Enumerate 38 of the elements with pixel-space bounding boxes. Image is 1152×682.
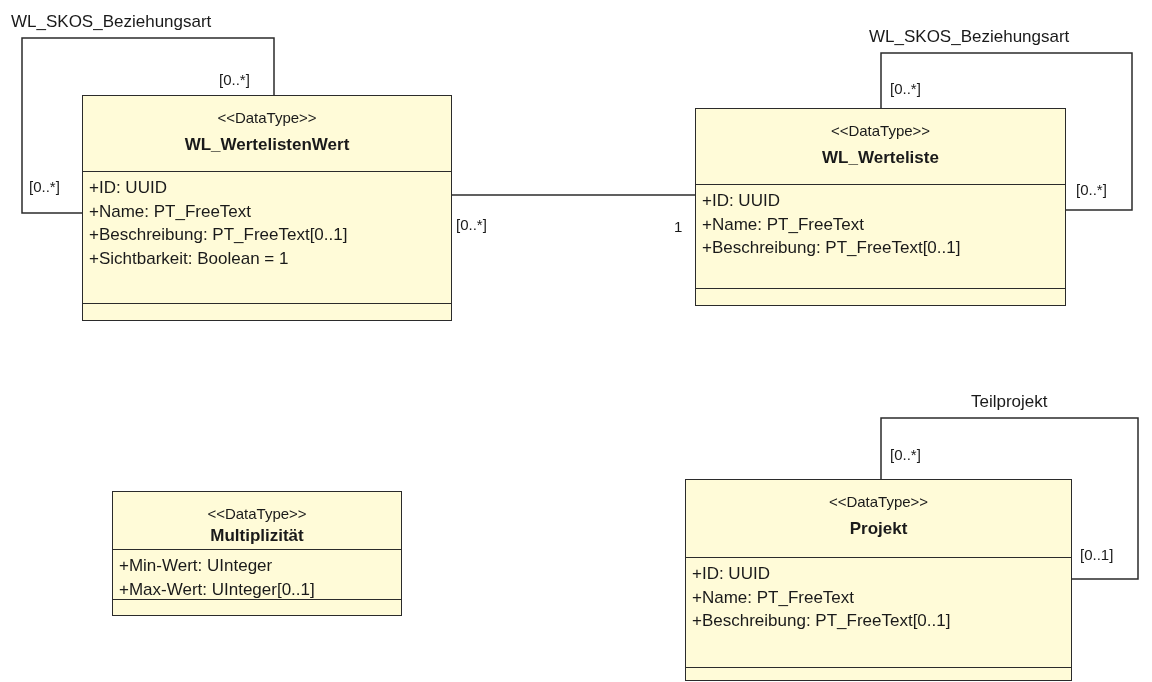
attribute-text: +ID: UUID	[89, 178, 167, 198]
class-name: Projekt	[848, 519, 909, 539]
attribute-text: +Name: PT_FreeText	[702, 214, 865, 235]
class-name: WL_WertelistenWert	[183, 135, 351, 155]
stereotype-label: <<DataType>>	[216, 108, 318, 128]
attribute-text: +Max-Wert: UInteger[0..1]	[119, 579, 315, 600]
association-line	[880, 52, 1133, 211]
association-line	[880, 417, 1139, 580]
multiplicity-label: [0..*]	[889, 446, 922, 464]
multiplicity-label: [0..*]	[1075, 181, 1108, 199]
stereotype-label: <<DataType>>	[827, 492, 930, 512]
association-name: Teilprojekt	[970, 392, 1049, 412]
multiplicity-label: [0..*]	[28, 178, 61, 196]
association-line	[21, 37, 275, 214]
class-box	[685, 479, 1072, 681]
stereotype-label: <<DataType>>	[206, 504, 308, 524]
association-line	[451, 194, 696, 196]
attribute-text: +Beschreibung: PT_FreeText[0..1]	[692, 611, 951, 631]
attribute-text: +Beschreibung: PT_FreeText[0..1]	[89, 225, 348, 245]
attribute-text: +Name: PT_FreeText	[89, 201, 252, 222]
multiplicity-label: [0..*]	[218, 71, 251, 89]
class-box	[112, 491, 402, 616]
association-name: WL_SKOS_Beziehungsart	[10, 12, 213, 32]
attribute-text: +Sichtbarkeit: Boolean = 1	[89, 248, 289, 269]
class-box	[695, 108, 1066, 306]
class-box	[82, 95, 452, 321]
attribute-text: +ID: UUID	[702, 191, 780, 211]
multiplicity-label: [0..*]	[889, 80, 922, 98]
stereotype-label: <<DataType>>	[829, 121, 932, 141]
association-name: WL_SKOS_Beziehungsart	[868, 27, 1071, 47]
attribute-text: +Name: PT_FreeText	[692, 587, 855, 608]
class-name: Multiplizität	[209, 526, 305, 546]
multiplicity-label: [0..1]	[1079, 546, 1115, 564]
attribute-text: +Beschreibung: PT_FreeText[0..1]	[702, 238, 961, 258]
attribute-text: +Min-Wert: UInteger	[119, 556, 273, 576]
attribute-text: +ID: UUID	[692, 564, 770, 584]
class-name: WL_Werteliste	[821, 148, 940, 168]
multiplicity-label: [0..*]	[455, 216, 488, 234]
